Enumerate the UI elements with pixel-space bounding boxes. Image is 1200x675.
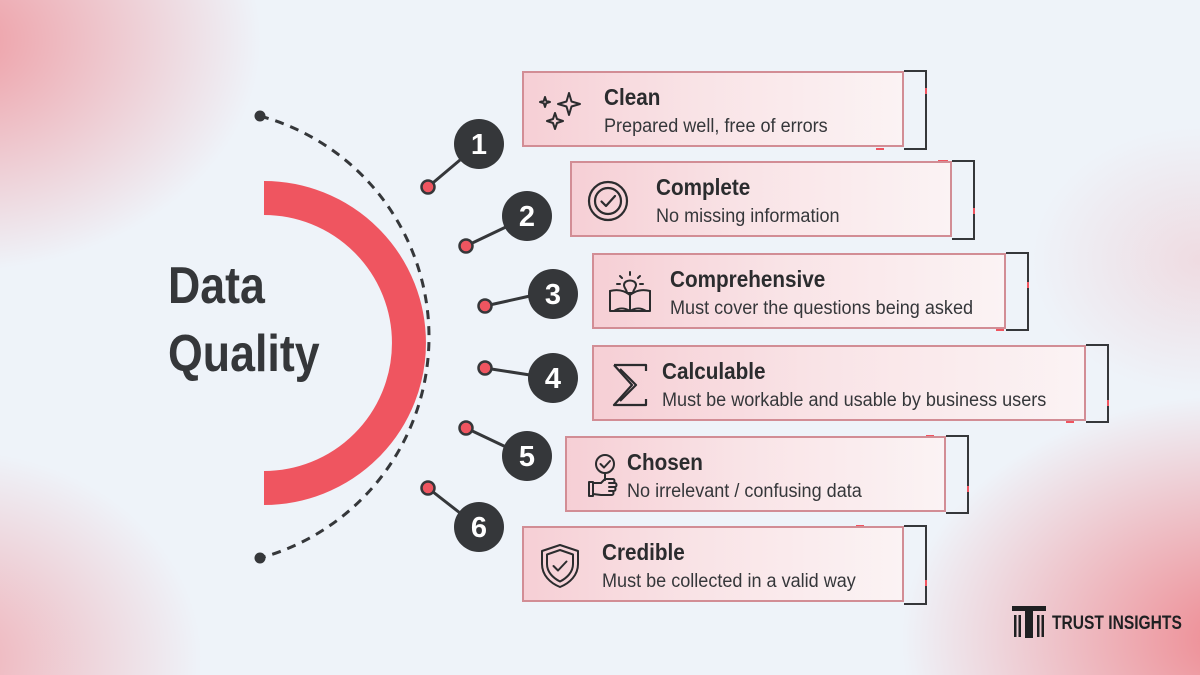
card-description: Must cover the questions being asked — [670, 298, 974, 319]
number-badge-1 — [454, 119, 504, 169]
check-circle-icon — [584, 177, 632, 225]
trust-insights-logo: TRUST INSIGHTS — [1010, 604, 1182, 640]
card-title: Credible — [602, 539, 685, 565]
number-3: 3 — [545, 279, 561, 311]
tick-3 — [996, 282, 1029, 331]
card-title: Calculable — [662, 358, 766, 384]
card-clean: Clean Prepared well, free of errors — [522, 71, 904, 147]
trust-insights-mark-icon — [1012, 606, 1046, 638]
bracket-5 — [946, 435, 969, 514]
number-badge-3 — [528, 269, 578, 319]
card-title: Complete — [656, 174, 751, 200]
sparkles-icon — [536, 87, 584, 135]
bracket-4 — [1086, 344, 1109, 423]
number-1: 1 — [471, 129, 487, 161]
card-credible: Credible Must be collected in a valid wa… — [522, 526, 904, 602]
node-dot-1 — [420, 179, 436, 195]
card-complete: Complete No missing information — [570, 161, 952, 237]
card-calculable: Calculable Must be workable and usable b… — [592, 345, 1086, 421]
card-description: Must be workable and usable by business … — [662, 390, 1047, 411]
card-description: No irrelevant / confusing data — [627, 481, 862, 502]
hand-check-icon — [579, 452, 627, 500]
number-badge-6 — [454, 502, 504, 552]
card-description: Prepared well, free of errors — [604, 116, 828, 137]
sigma-icon — [606, 361, 654, 409]
number-4: 4 — [545, 363, 561, 395]
card-title: Clean — [604, 84, 661, 110]
card-description: Must be collected in a valid way — [602, 571, 856, 592]
bracket-3 — [1006, 252, 1029, 331]
arc-end-top — [254, 110, 266, 122]
number-2: 2 — [519, 201, 535, 233]
number-badge-4 — [528, 353, 578, 403]
number-badge-2 — [502, 191, 552, 241]
lightbulb-book-icon — [606, 269, 654, 317]
title-line-1: Data — [168, 257, 265, 315]
shield-check-icon — [536, 542, 584, 590]
tick-4 — [1066, 400, 1109, 423]
card-comprehensive: Comprehensive Must cover the questions b… — [592, 253, 1006, 329]
number-6: 6 — [471, 512, 487, 544]
brand-name: TRUST INSIGHTS — [1052, 613, 1182, 634]
connector-2 — [465, 224, 509, 248]
tick-1 — [876, 88, 927, 150]
bracket-1 — [904, 70, 927, 150]
title-line-2: Quality — [168, 325, 320, 383]
number-badge-5 — [502, 431, 552, 481]
node-dot-2 — [458, 238, 474, 254]
main-title: Data Quality — [168, 252, 340, 388]
bracket-6 — [904, 525, 927, 605]
bracket-2 — [952, 160, 975, 240]
card-title: Comprehensive — [670, 266, 826, 292]
node-dot-5 — [458, 420, 474, 436]
node-dot-3 — [477, 298, 493, 314]
card-chosen: Chosen No irrelevant / confusing data — [565, 436, 946, 512]
arc-end-bottom — [254, 552, 266, 564]
node-dot-6 — [420, 480, 436, 496]
card-title: Chosen — [627, 449, 703, 475]
node-dot-4 — [477, 360, 493, 376]
red-arc — [263, 181, 426, 505]
number-5: 5 — [519, 441, 535, 473]
card-description: No missing information — [656, 206, 840, 227]
